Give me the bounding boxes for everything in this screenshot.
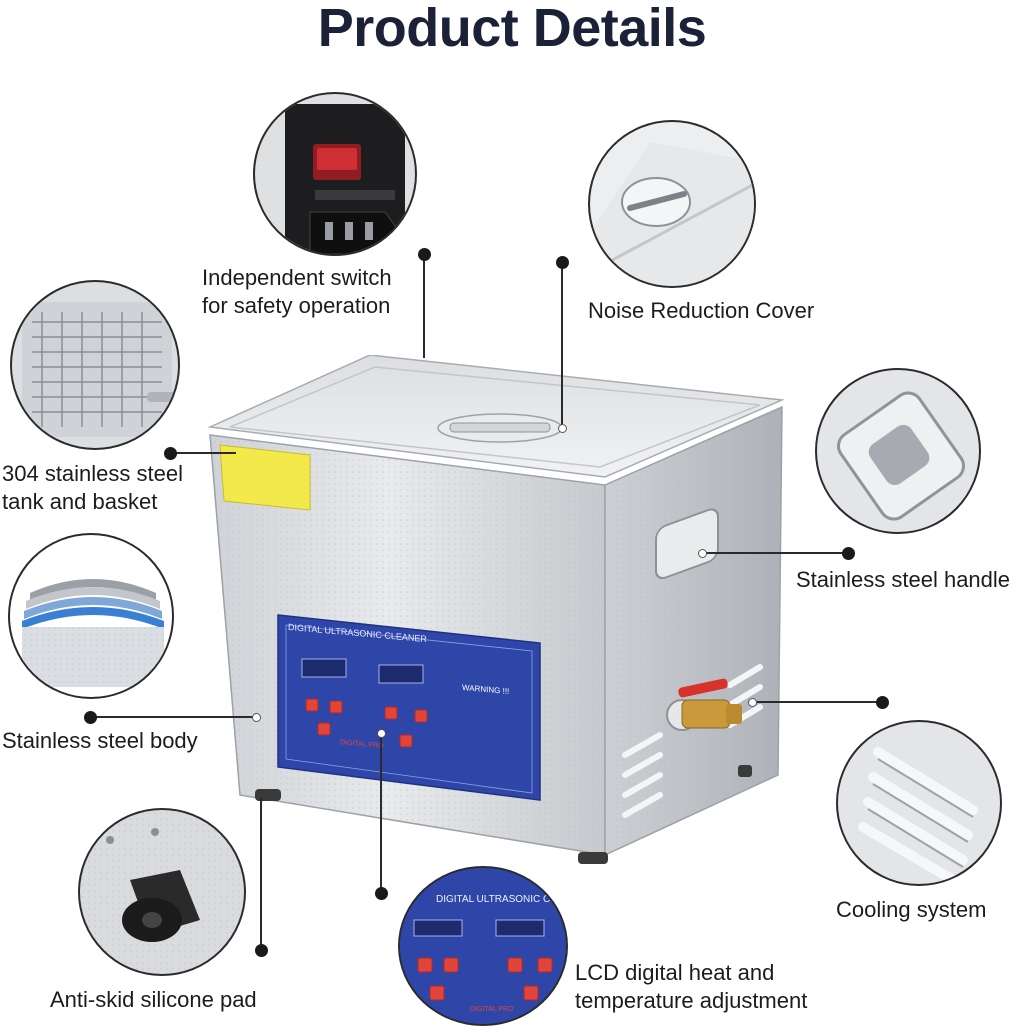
- pad-label: Anti-skid silicone pad: [50, 987, 257, 1012]
- handle-leader-line: [702, 552, 848, 554]
- handle-label: Stainless steel handle: [796, 567, 1011, 592]
- switch-detail-circle: [253, 92, 417, 256]
- ultrasonic-cleaner-image: DIGITAL ULTRASONIC CLEANER WARNING !!! D…: [200, 355, 790, 875]
- lcd-detail-circle: DIGITAL ULTRASONIC CLEANER DIGITAL PRO: [398, 866, 568, 1026]
- handle-icon: [837, 391, 965, 521]
- lcd-label: LCD digital heat and temperature adjustm…: [575, 960, 808, 1013]
- lcd-leader-dot: [375, 887, 388, 900]
- control-panel-icon: [400, 868, 566, 1024]
- lid-icon: [590, 142, 754, 286]
- body-detail-circle: [8, 533, 174, 699]
- power-switch-icon: [285, 104, 405, 254]
- cover-leader-dot: [556, 256, 569, 269]
- vent-icon: [858, 747, 978, 884]
- cover-leader-line: [561, 262, 563, 427]
- tank-label: 304 stainless steel tank and basket: [2, 461, 183, 514]
- lcd-brand: DIGITAL PRO: [470, 1006, 514, 1013]
- foot-icon: [80, 810, 244, 974]
- handle-anchor-dot: [698, 549, 707, 558]
- cooling-label: Cooling system: [836, 897, 987, 922]
- switch-leader-line: [423, 254, 425, 358]
- cooling-detail-circle: [836, 720, 1002, 886]
- lcd-anchor-dot: [377, 729, 386, 738]
- tank-detail-circle: [10, 280, 180, 450]
- lcd-panel-title: DIGITAL ULTRASONIC CLEANER: [436, 894, 566, 905]
- basket-icon: [22, 302, 177, 437]
- cover-anchor-dot: [558, 424, 567, 433]
- pad-leader-dot: [255, 944, 268, 957]
- page-title: Product Details: [317, 0, 707, 58]
- body-label: Stainless steel body: [2, 728, 198, 753]
- handle-leader-dot: [842, 547, 855, 560]
- switch-label: Independent switch for safety operation: [202, 265, 392, 318]
- cover-label: Noise Reduction Cover: [588, 298, 815, 323]
- cooling-leader-line: [752, 701, 882, 703]
- body-leader-line: [90, 716, 255, 718]
- pad-leader-line: [260, 798, 262, 950]
- lcd-leader-line: [380, 733, 382, 893]
- body-anchor-dot: [252, 713, 261, 722]
- pad-detail-circle: [78, 808, 246, 976]
- cooling-anchor-dot: [748, 698, 757, 707]
- switch-leader-dot: [418, 248, 431, 261]
- tank-leader-dot: [164, 447, 177, 460]
- cooling-leader-dot: [876, 696, 889, 709]
- handle-detail-circle: [815, 368, 981, 534]
- layers-icon: [22, 579, 164, 687]
- cover-detail-circle: [588, 120, 756, 288]
- tank-leader-line: [170, 452, 236, 454]
- body-leader-dot: [84, 711, 97, 724]
